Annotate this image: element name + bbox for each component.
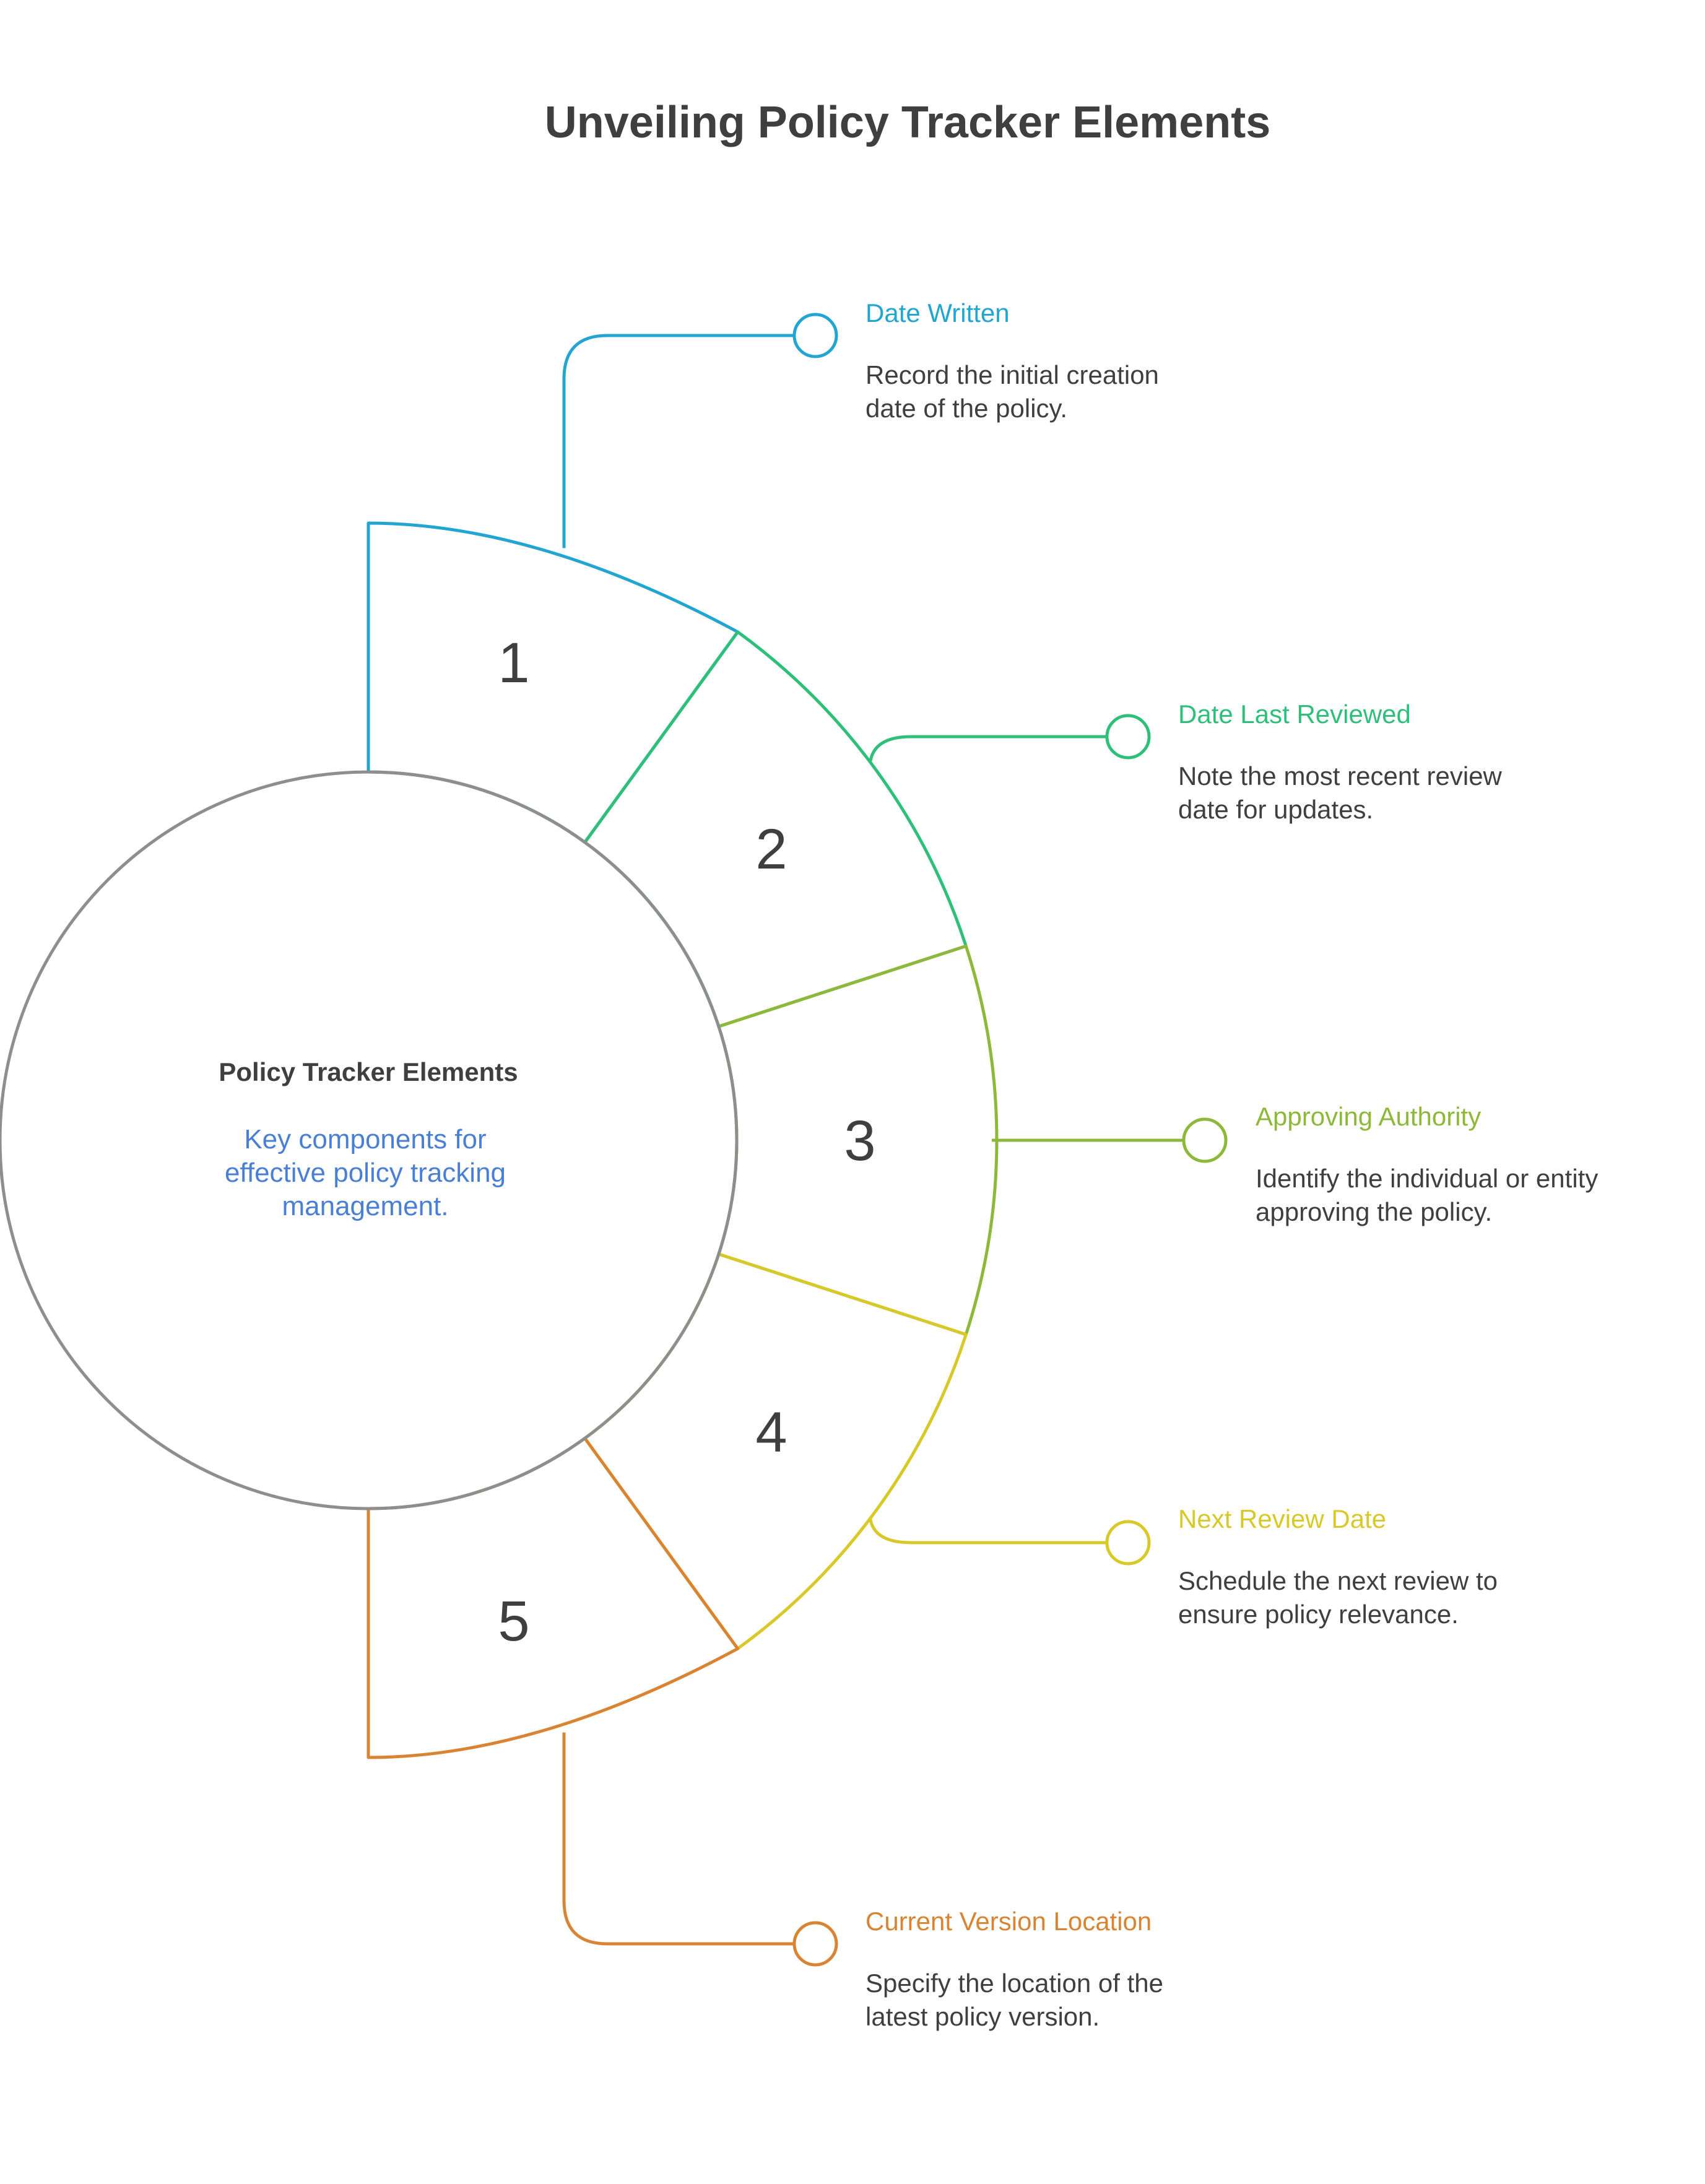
- item-title: Approving Authority: [1256, 1102, 1481, 1131]
- item-description-line: Specify the location of the: [866, 1969, 1163, 1998]
- item-title: Date Written: [866, 298, 1010, 327]
- center-hub: Policy Tracker Elements Key components f…: [0, 770, 739, 1510]
- connector-5: [562, 1732, 838, 1967]
- page-title: Unveiling Policy Tracker Elements: [545, 98, 1271, 147]
- connector-dot: [792, 313, 838, 358]
- connector-line: [562, 1732, 793, 1946]
- segment-1: 1: [367, 521, 740, 844]
- connector-line: [869, 1518, 1106, 1545]
- center-description-line: Key components for: [244, 1124, 486, 1155]
- connector-4: [869, 1518, 1151, 1566]
- item-description-line: Record the initial creation: [866, 360, 1159, 389]
- segment-5: 5: [367, 1436, 740, 1759]
- item-description-line: Note the most recent review: [1178, 761, 1503, 791]
- item-description-line: date of the policy.: [866, 394, 1067, 423]
- connector-1: [562, 313, 838, 548]
- segment-number-4: 4: [755, 1401, 787, 1464]
- segment-number-5: 5: [498, 1590, 529, 1653]
- segment-4: 4: [583, 1252, 968, 1650]
- connector-dot: [1105, 714, 1151, 760]
- item-title: Next Review Date: [1178, 1504, 1386, 1533]
- connector-3: [992, 1117, 1228, 1163]
- item-description-line: Schedule the next review to: [1178, 1566, 1498, 1595]
- connector-dot: [1182, 1117, 1228, 1163]
- connector-dot: [792, 1921, 838, 1967]
- item-description-line: Identify the individual or entity: [1256, 1164, 1598, 1193]
- segment-number-1: 1: [498, 631, 529, 695]
- item-title: Current Version Location: [866, 1907, 1152, 1936]
- segment-number-3: 3: [844, 1109, 875, 1172]
- center-title: Policy Tracker Elements: [219, 1057, 518, 1086]
- center-description-line: management.: [282, 1191, 448, 1221]
- item-description-line: latest policy version.: [866, 2002, 1100, 2031]
- center-description-line: effective policy tracking: [225, 1158, 506, 1188]
- center-circle: [0, 770, 739, 1510]
- segment-number-2: 2: [755, 818, 787, 881]
- item-title: Date Last Reviewed: [1178, 700, 1411, 729]
- connectors: [562, 313, 1228, 1967]
- segment-outline-5: [367, 1436, 740, 1759]
- connector-dot: [1105, 1520, 1151, 1566]
- connector-2: [869, 714, 1151, 763]
- item-description-line: date for updates.: [1178, 795, 1373, 824]
- segment-3: 3: [717, 944, 999, 1337]
- connector-line: [562, 334, 793, 548]
- segment-outline-1: [367, 521, 740, 844]
- item-description-line: ensure policy relevance.: [1178, 1600, 1459, 1629]
- segment-2: 2: [583, 630, 968, 1028]
- item-description-line: approving the policy.: [1256, 1197, 1492, 1226]
- connector-line: [869, 735, 1106, 763]
